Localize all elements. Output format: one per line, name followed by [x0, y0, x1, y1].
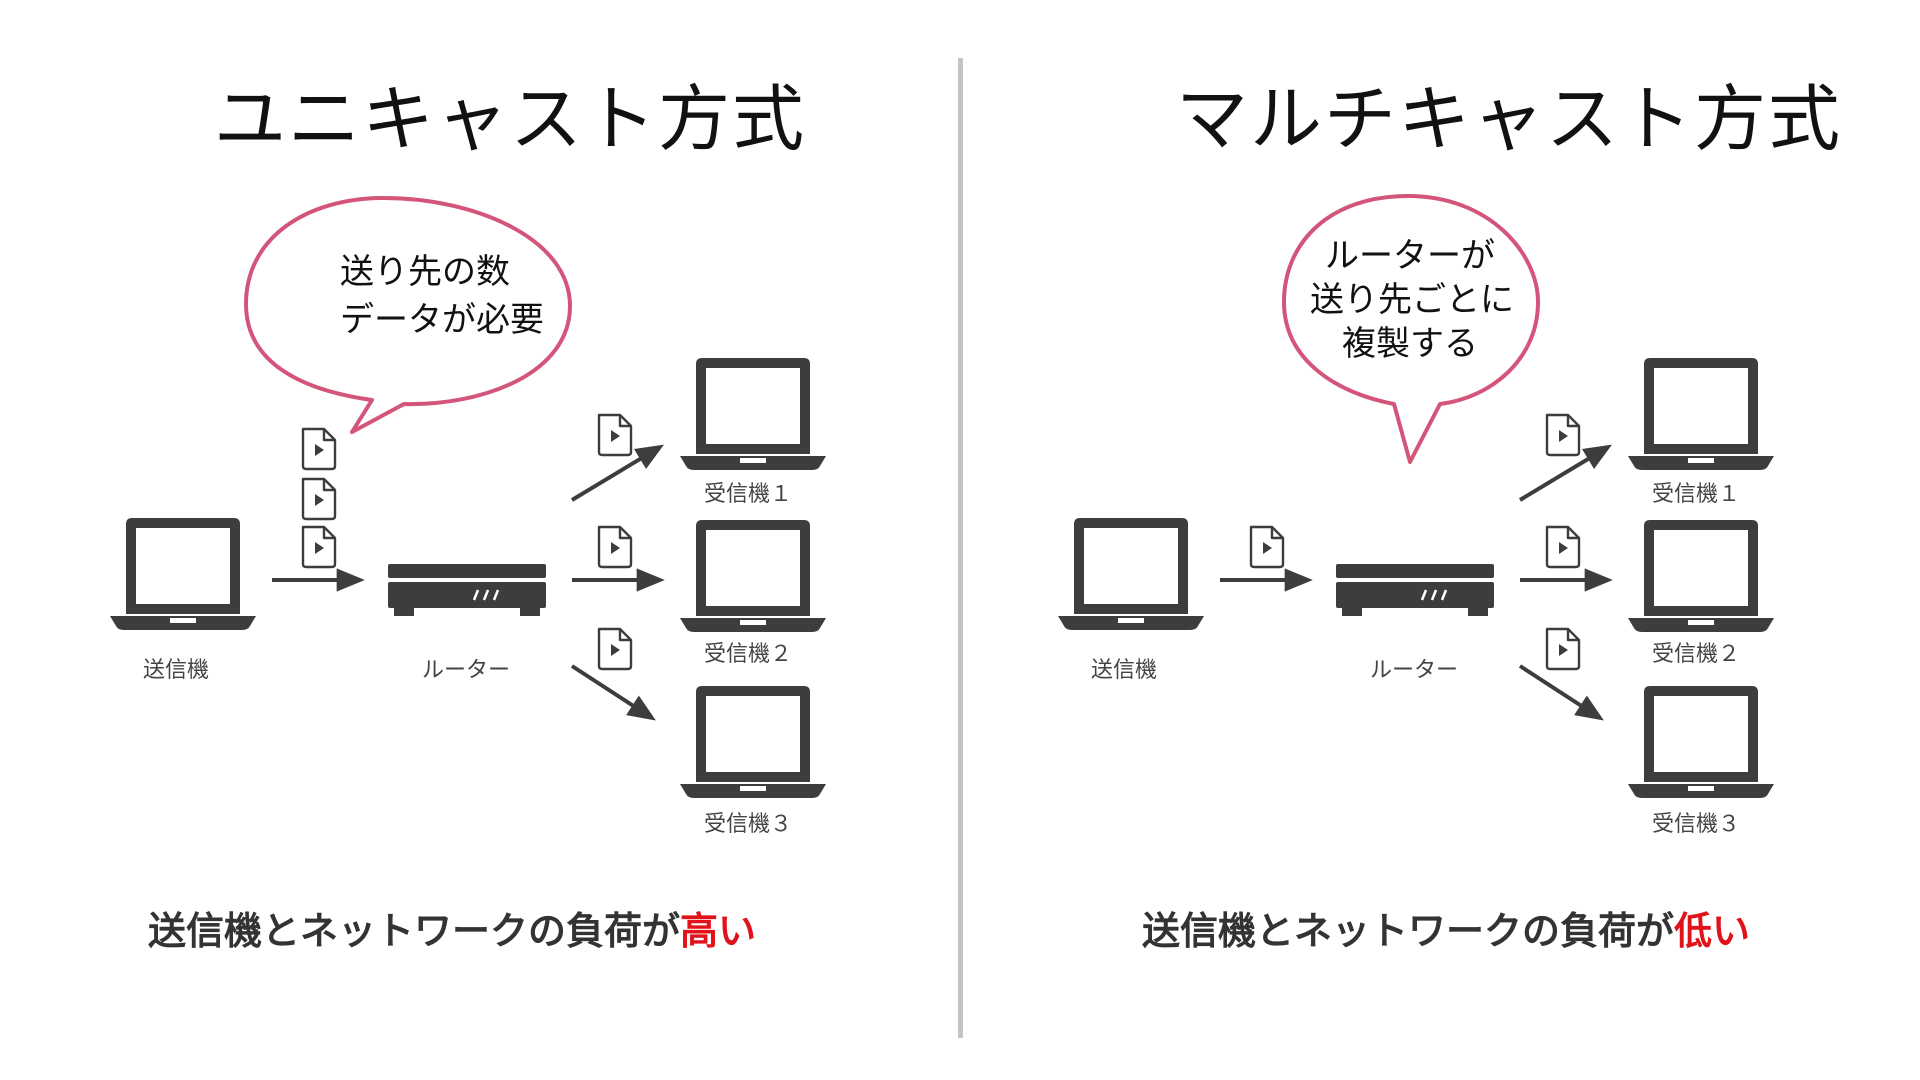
multicast-out-packet1-icon — [1545, 413, 1581, 457]
multicast-sender-laptop-icon — [1058, 518, 1204, 630]
multicast-summary-text: 送信機とネットワークの負荷が — [1142, 909, 1675, 953]
unicast-receiver2-label: 受信機２ — [704, 642, 793, 667]
multicast-summary: 送信機とネットワークの負荷が低い — [1142, 900, 1750, 955]
multicast-out-packet3-icon — [1545, 627, 1581, 671]
unicast-bubble-text: 送り先の数 データが必要 — [340, 248, 544, 344]
unicast-receiver3-label: 受信機３ — [704, 812, 793, 837]
unicast-sender-label: 送信機 — [143, 658, 210, 683]
multicast-arrow3-icon — [1518, 664, 1604, 721]
multicast-bubble-line1: ルーターが — [1325, 236, 1495, 276]
unicast-summary: 送信機とネットワークの負荷が高い — [148, 900, 756, 955]
unicast-out-packet1-icon — [597, 413, 633, 457]
multicast-bubble-text: ルーターが 送り先ごとに 複製する — [1310, 234, 1514, 366]
unicast-bubble-line2: データが必要 — [340, 300, 544, 340]
multicast-receiver1-laptop-icon — [1628, 358, 1774, 470]
multicast-arrow1-icon — [1518, 444, 1612, 502]
multicast-out-packet2-icon — [1545, 525, 1581, 569]
unicast-bubble-line1: 送り先の数 — [340, 252, 510, 292]
unicast-arrow3-icon — [570, 664, 656, 721]
unicast-out-packet3-icon — [597, 627, 633, 671]
unicast-packet3-icon — [301, 525, 337, 569]
unicast-packet1-icon — [301, 427, 337, 471]
multicast-summary-highlight: 低い — [1674, 909, 1751, 953]
multicast-speech-bubble — [1282, 194, 1540, 464]
unicast-out-packet2-icon — [597, 525, 633, 569]
unicast-receiver2-laptop-icon — [680, 520, 826, 632]
multicast-bubble-line2: 送り先ごとに — [1310, 280, 1514, 320]
multicast-receiver3-label: 受信機３ — [1652, 812, 1741, 837]
unicast-arrow1-icon — [570, 444, 664, 502]
multicast-router-label: ルーター — [1370, 658, 1459, 683]
unicast-receiver1-label: 受信機１ — [704, 482, 793, 507]
unicast-router-label: ルーター — [422, 658, 511, 683]
unicast-summary-text: 送信機とネットワークの負荷が — [148, 909, 681, 953]
unicast-summary-highlight: 高い — [680, 909, 757, 953]
multicast-bubble-line3: 複製する — [1342, 324, 1478, 364]
multicast-receiver2-label: 受信機２ — [1652, 642, 1741, 667]
multicast-receiver3-laptop-icon — [1628, 686, 1774, 798]
unicast-receiver1-laptop-icon — [680, 358, 826, 470]
unicast-title: ユニキャスト方式 — [214, 77, 807, 161]
multicast-receiver2-laptop-icon — [1628, 520, 1774, 632]
unicast-speech-bubble — [244, 196, 572, 434]
multicast-router-icon — [1334, 562, 1496, 618]
unicast-sender-laptop-icon — [110, 518, 256, 630]
unicast-packet2-icon — [301, 477, 337, 521]
multicast-receiver1-label: 受信機１ — [1652, 482, 1741, 507]
multicast-sender-label: 送信機 — [1091, 658, 1158, 683]
unicast-router-icon — [386, 562, 548, 618]
multicast-packet-icon — [1249, 525, 1285, 569]
unicast-receiver3-laptop-icon — [680, 686, 826, 798]
center-divider — [958, 58, 963, 1038]
multicast-title: マルチキャスト方式 — [1176, 77, 1843, 161]
